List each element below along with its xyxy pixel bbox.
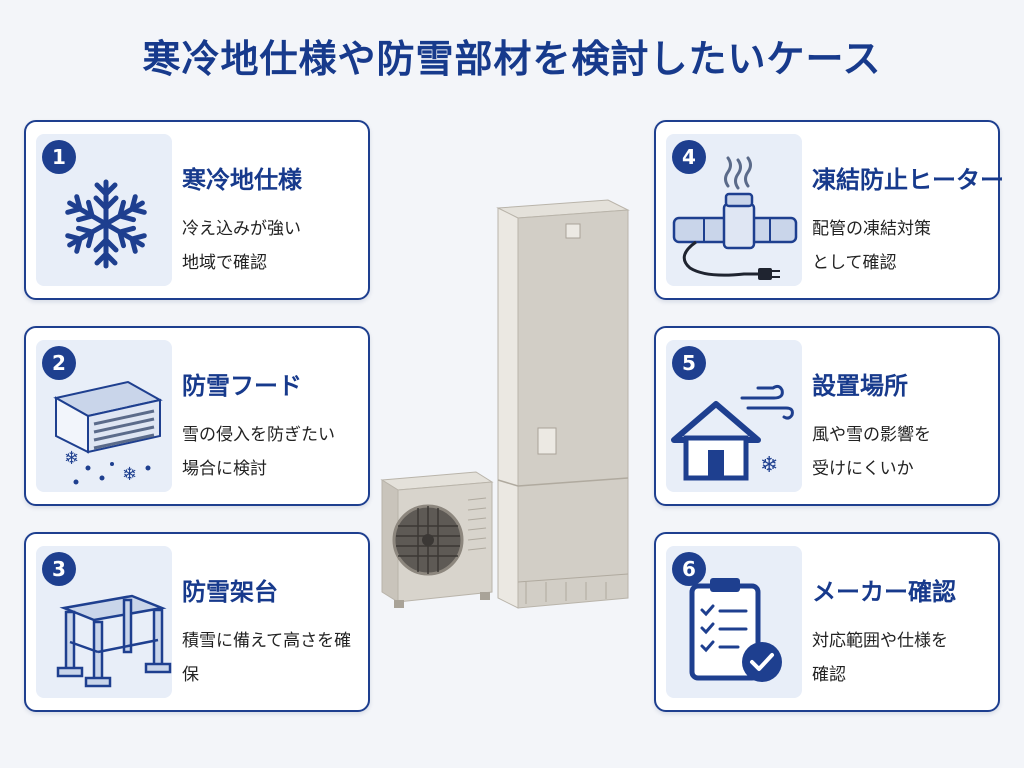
water-heater-illustration <box>380 199 630 609</box>
card-number: 4 <box>672 140 706 174</box>
card-icon-box: 1 <box>36 134 172 286</box>
card-number: 6 <box>672 552 706 586</box>
card-description: 対応範囲や仕様を 確認 <box>812 631 948 685</box>
card-description: 冷え込みが強い 地域で確認 <box>182 219 301 273</box>
card-icon-box: 3 <box>36 546 172 698</box>
clipboard-check-icon <box>689 578 782 682</box>
card-snow-stand: 3 防雪架台 積雪に備えて高さを確保 <box>24 532 370 712</box>
svg-text:❄: ❄ <box>122 464 137 485</box>
card-title: 凍結防止ヒーター <box>812 166 1004 194</box>
card-icon-box: 5 ❄ <box>666 340 802 492</box>
snow-stand-icon <box>56 594 172 688</box>
card-title: 防雪架台 <box>182 578 278 606</box>
card-anti-freeze-heater: 4 凍結防止ヒーター 配管の凍結対策 として確認 <box>654 120 1004 300</box>
card-number: 5 <box>672 346 706 380</box>
card-icon-box: 2 ❄ ❄ <box>36 340 172 492</box>
card-description: 配管の凍結対策 として確認 <box>812 219 931 273</box>
card-title: メーカー確認 <box>812 578 956 606</box>
card-description: 風や雪の影響を 受けにくいか <box>812 425 931 479</box>
pipe-heater-icon <box>672 156 798 280</box>
storage-tank <box>496 199 630 609</box>
card-description: 雪の侵入を防ぎたい 場合に検討 <box>182 425 335 479</box>
card-title: 寒冷地仕様 <box>182 166 302 194</box>
card-number: 2 <box>42 346 76 380</box>
card-number: 3 <box>42 552 76 586</box>
card-icon-box: 4 <box>666 134 802 286</box>
svg-text:❄: ❄ <box>760 453 778 478</box>
heat-pump-unit <box>380 471 494 608</box>
card-install-location: 5 ❄ 設置場所 風や雪の影響を 受けにくいか <box>654 326 1000 506</box>
svg-text:❄: ❄ <box>64 448 79 469</box>
card-description: 積雪に備えて高さを確保 <box>182 631 352 685</box>
card-maker-confirmation: 6 メーカー確認 対応範囲や仕様を 確認 <box>654 532 1000 712</box>
card-title: 設置場所 <box>812 372 908 400</box>
page-title: 寒冷地仕様や防雪部材を検討したいケース <box>142 37 882 81</box>
snowflake-icon <box>36 179 172 286</box>
card-title: 防雪フード <box>182 372 302 400</box>
card-icon-box: 6 <box>666 546 802 698</box>
card-cold-region-spec: 1 寒冷地仕様 冷え込みが強い 地域で確認 <box>24 120 370 300</box>
card-snow-hood: 2 ❄ ❄ 防雪フード 雪の侵入を防ぎたい 場合に検討 <box>24 326 370 506</box>
card-number: 1 <box>42 140 76 174</box>
snow-hood-icon: ❄ ❄ <box>53 380 163 485</box>
house-wind-icon: ❄ <box>671 384 794 481</box>
